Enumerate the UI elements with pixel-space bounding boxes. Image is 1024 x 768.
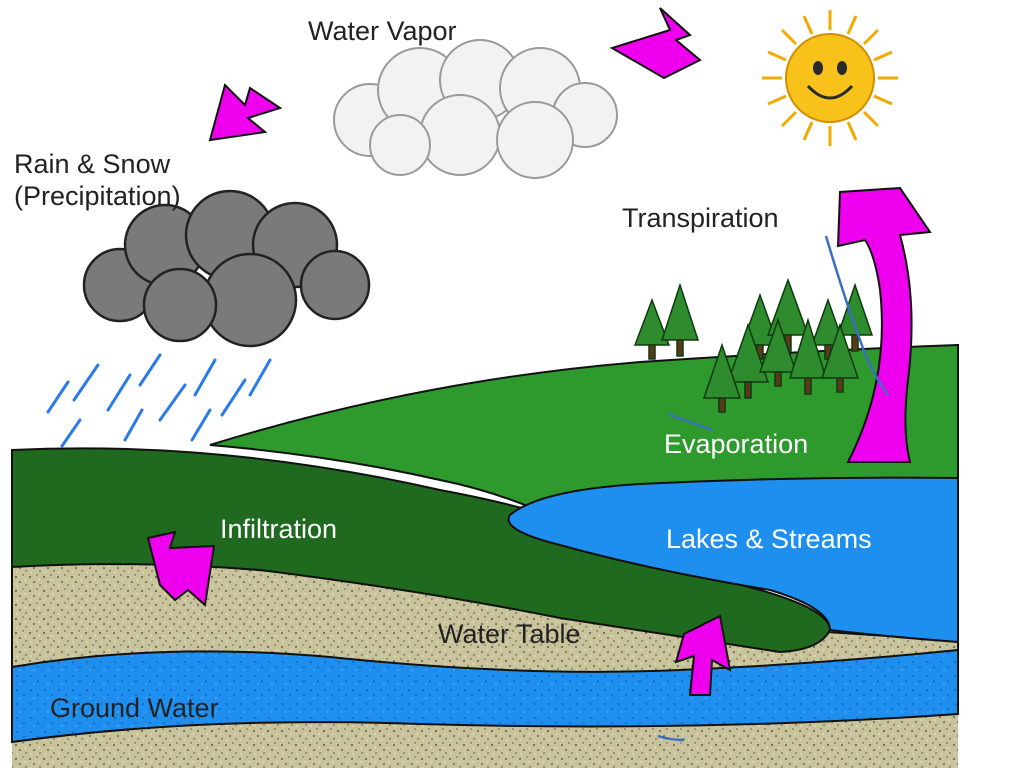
storm-cloud-icon (82, 189, 371, 348)
label-infiltration: Infiltration (220, 514, 338, 544)
curved-arrow-icon (146, 7, 932, 696)
lake (507, 476, 959, 644)
label-rain-snow-line2: (Precipitation) (14, 181, 181, 211)
rain-icon (46, 353, 272, 448)
label-water-table: Water Table (438, 619, 581, 649)
smiling-sun-icon (762, 10, 898, 146)
label-evaporation: Evaporation (664, 429, 809, 459)
label-lakes-streams: Lakes & Streams (666, 524, 872, 554)
label-rain-snow-line1: Rain & Snow (14, 149, 171, 179)
label-water-vapor: Water Vapor (308, 16, 457, 46)
label-rain-snow: Rain & Snow (Precipitation) (14, 148, 181, 212)
cloud-icon (333, 39, 618, 179)
label-ground-water: Ground Water (50, 693, 219, 723)
label-transpiration: Transpiration (622, 203, 779, 233)
pine-tree-icon (633, 277, 874, 413)
bedrock-soil (12, 712, 958, 768)
